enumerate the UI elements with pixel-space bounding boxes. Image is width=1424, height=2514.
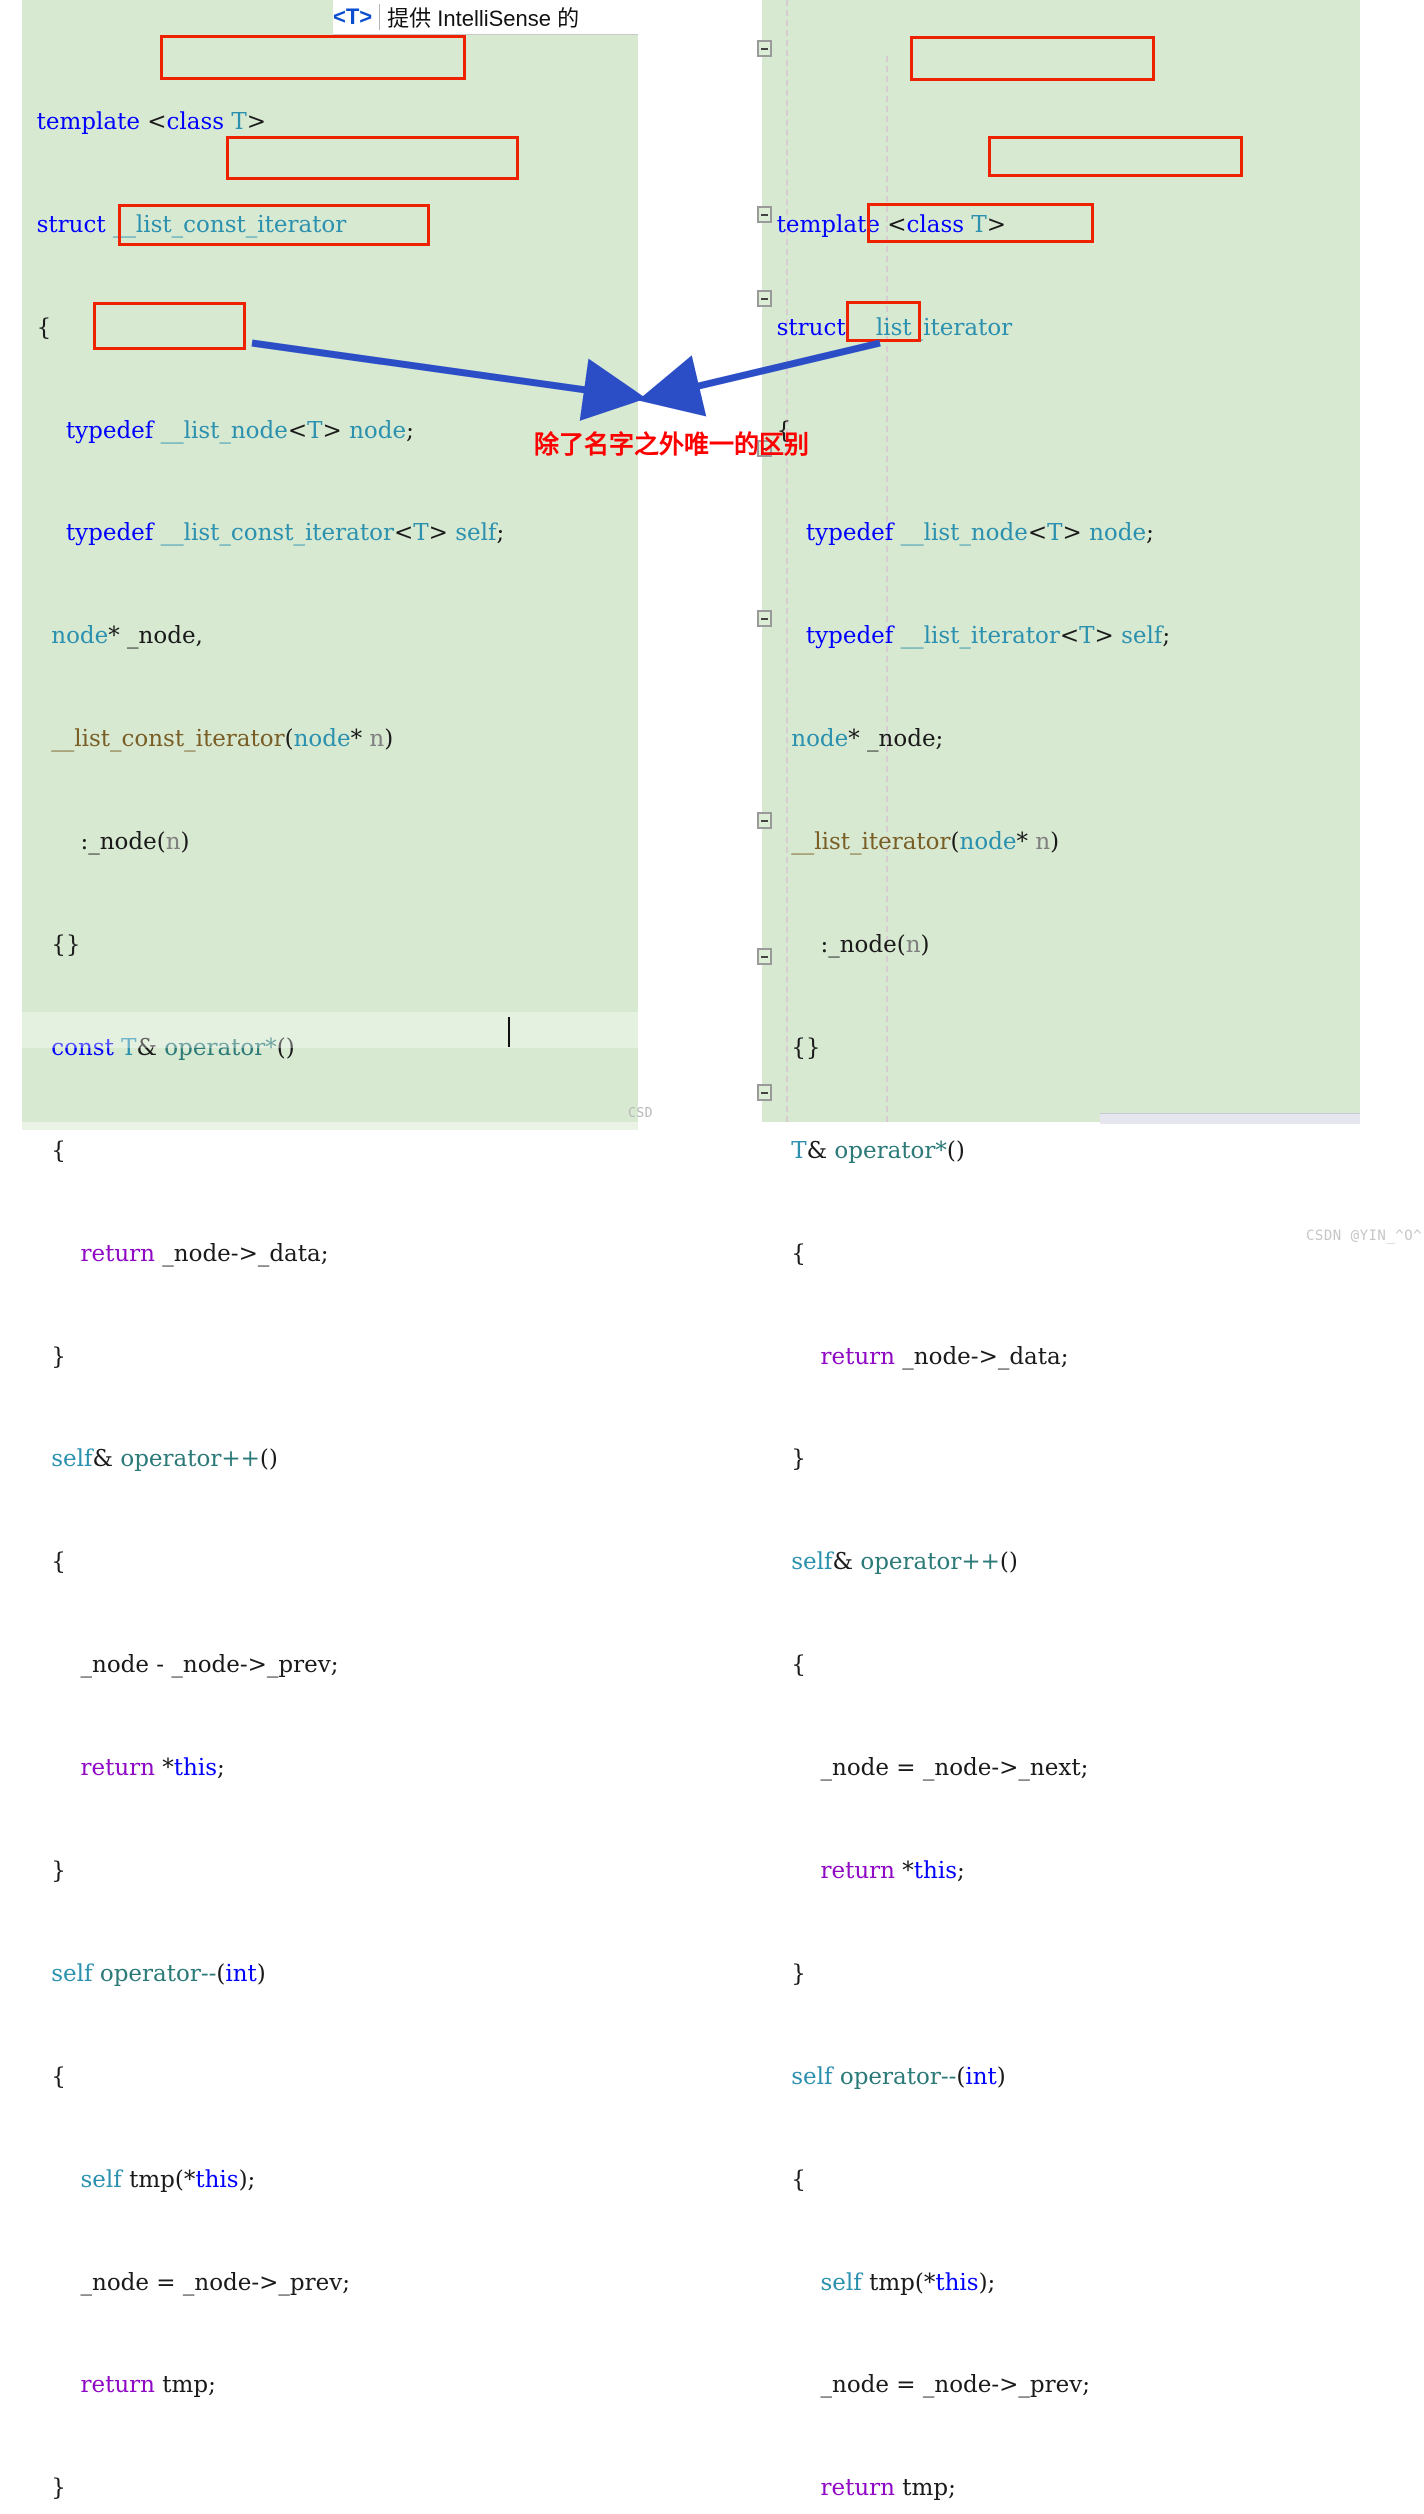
intellisense-separator: [379, 4, 381, 30]
code-line: typedef __list_iterator<T> self;: [805, 623, 1171, 650]
code-line: const T& operator*(): [51, 1034, 295, 1061]
code-line: :_node(n): [820, 932, 930, 959]
code-line: typedef __list_node<T> node;: [805, 520, 1154, 547]
code-line: T& operator*(): [791, 1137, 965, 1164]
code-line: return tmp;: [820, 2475, 956, 2502]
code-line: self& operator++(): [51, 1446, 278, 1473]
code-line: _node = _node->_next;: [820, 1755, 1089, 1782]
code-line: return _node->_data;: [80, 1240, 329, 1267]
code-panel-const-iterator[interactable]: template <class T> struct __list_const_i…: [22, 0, 652, 2501]
code-line: _node - _node->_prev;: [80, 1652, 339, 1679]
code-line: }: [791, 1960, 806, 1987]
code-line: _node = _node->_prev;: [820, 2372, 1091, 2399]
code-fold-marker[interactable]: [757, 1084, 772, 1101]
code-fold-marker[interactable]: [757, 290, 772, 307]
indent-guide: [786, 0, 788, 1122]
code-line: node* _node;: [791, 726, 944, 753]
code-line: return *this;: [820, 1858, 965, 1885]
code-line: self operator--(int): [791, 2063, 1006, 2090]
code-fold-marker[interactable]: [757, 40, 772, 57]
code-line: __list_const_iterator(node* n): [51, 726, 394, 753]
code-line: :_node(n): [80, 829, 190, 856]
code-line: self& operator++(): [791, 1549, 1018, 1576]
code-line: {: [791, 2166, 806, 2193]
code-line: struct __list_const_iterator: [36, 211, 347, 238]
code-fold-marker[interactable]: [757, 812, 772, 829]
code-line: typedef __list_const_iterator<T> self;: [65, 520, 505, 547]
code-line: _node = _node->_prev;: [80, 2269, 351, 2296]
code-line: }: [791, 1446, 806, 1473]
code-line: node* _node,: [51, 623, 203, 650]
code-line: {: [791, 1240, 806, 1267]
page-watermark: CSDN @YIN_^O^: [1306, 1228, 1423, 1244]
indent-guide: [886, 56, 888, 1122]
code-line: return _node->_data;: [820, 1343, 1069, 1370]
intellisense-text: 提供 IntelliSense 的: [387, 6, 580, 31]
code-fold-marker[interactable]: [757, 948, 772, 965]
code-line: }: [51, 1858, 66, 1885]
code-line: {: [36, 314, 52, 341]
code-line: template <class T>: [776, 211, 1007, 238]
page-strip: [1100, 1113, 1360, 1124]
code-line: typedef __list_node<T> node;: [65, 417, 414, 444]
code-line: {: [51, 1549, 66, 1576]
code-line: struct __list_iterator: [776, 314, 1013, 341]
code-fold-marker[interactable]: [757, 440, 772, 457]
code-line: }: [51, 1343, 66, 1370]
code-line: self operator--(int): [51, 1960, 266, 1987]
code-line: return *this;: [80, 1755, 225, 1782]
current-line-highlight: [22, 1012, 638, 1048]
code-line: {}: [791, 1034, 821, 1061]
code-fold-marker[interactable]: [757, 610, 772, 627]
code-fold-marker[interactable]: [757, 206, 772, 223]
code-line: __list_iterator(node* n): [791, 829, 1060, 856]
panel-bottom-fade: [22, 1122, 638, 1130]
code-line: return tmp;: [80, 2372, 216, 2399]
code-line: {}: [51, 932, 81, 959]
code-line: template <class T>: [36, 108, 267, 135]
code-line: self tmp(*this);: [820, 2269, 996, 2296]
code-line: {: [776, 417, 792, 444]
code-panel-iterator[interactable]: template <class T> struct __list_iterato…: [762, 0, 1360, 2501]
code-line: {: [51, 1137, 66, 1164]
code-line: }: [51, 2475, 66, 2502]
intellisense-template-param: <T>: [333, 4, 373, 29]
annotation-label: 除了名字之外唯一的区别: [534, 430, 810, 459]
panel-watermark: CSD: [628, 1106, 653, 1121]
code-line: {: [51, 2063, 66, 2090]
intellisense-tooltip: <T> 提供 IntelliSense 的: [333, 0, 638, 35]
code-line: self tmp(*this);: [80, 2166, 256, 2193]
code-line: {: [791, 1652, 806, 1679]
text-caret: [508, 1017, 510, 1047]
